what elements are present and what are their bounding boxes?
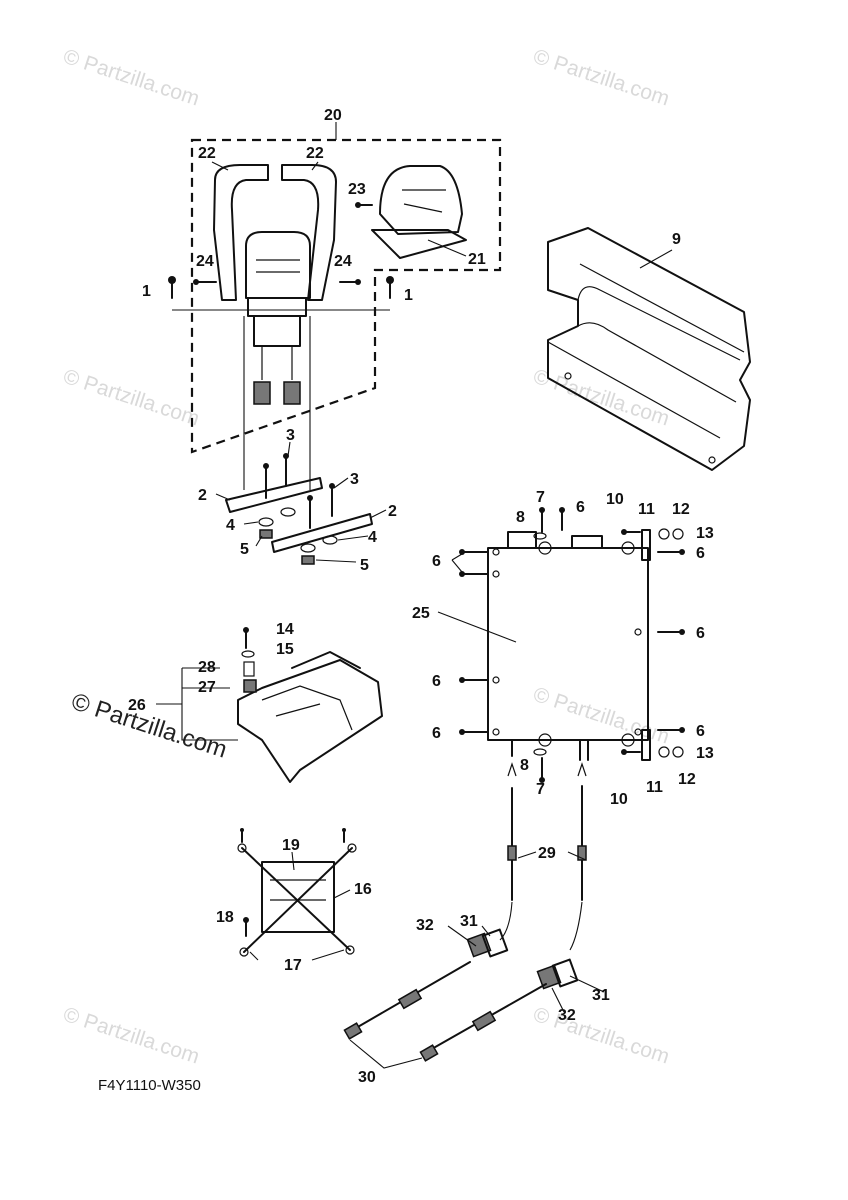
callout-25: 25: [412, 605, 430, 622]
callout-28: 28: [198, 659, 216, 676]
watermark-text: © Partzilla.com: [530, 1003, 672, 1069]
callout-10: 10: [606, 491, 624, 508]
callout-3: 3: [350, 471, 359, 488]
callout-4: 4: [368, 529, 377, 546]
watermark-text: © Partzilla.com: [60, 365, 202, 431]
callout-24: 24: [196, 253, 214, 270]
callout-31: 31: [460, 913, 478, 930]
diagram-code: F4Y1110-W350: [98, 1077, 201, 1094]
cross-strap-bracket: [237, 828, 357, 961]
callout-9: 9: [672, 231, 681, 248]
callout-6: 6: [432, 673, 441, 690]
callout-6: 6: [576, 499, 585, 516]
callout-27: 27: [198, 679, 216, 696]
callout-11: 11: [638, 501, 655, 518]
callout-8: 8: [520, 757, 529, 774]
callout-2: 2: [388, 503, 397, 520]
callout-12: 12: [678, 771, 696, 788]
callout-6: 6: [432, 725, 441, 742]
callout-1: 1: [404, 287, 413, 304]
callout-1: 1: [142, 283, 151, 300]
callout-7: 7: [536, 489, 545, 506]
callout-6: 6: [696, 545, 705, 562]
watermark-strong-text: © Partzilla.com: [68, 688, 230, 764]
watermark-text: © Partzilla.com: [530, 365, 672, 431]
watermark-text: © Partzilla.com: [60, 45, 202, 111]
callout-12: 12: [672, 501, 690, 518]
callout-21: 21: [468, 251, 486, 268]
remote-control-assembly: [168, 122, 502, 490]
callout-23: 23: [348, 181, 366, 198]
bracket-box: [547, 227, 751, 471]
callout-32: 32: [558, 1007, 576, 1024]
callout-5: 5: [240, 541, 249, 558]
callout-18: 18: [216, 909, 234, 926]
callout-15: 15: [276, 641, 294, 658]
callout-32: 32: [416, 917, 434, 934]
callout-13: 13: [696, 745, 714, 762]
callout-11: 11: [646, 779, 663, 796]
callout-14: 14: [276, 621, 294, 638]
callout-31: 31: [592, 987, 610, 1004]
callout-20: 20: [324, 107, 342, 124]
screw-6: [459, 507, 685, 735]
callout-16: 16: [354, 881, 372, 898]
callout-30: 30: [358, 1069, 376, 1086]
callout-26: 26: [128, 697, 146, 714]
watermark-text: © Partzilla.com: [60, 1003, 202, 1069]
callout-labels: 20 22 22 23 21 24 24 1 1 9 3 3 2 2 4 4 5…: [98, 107, 714, 1094]
mounting-plates: [215, 441, 387, 565]
callout-6: 6: [432, 553, 441, 570]
callout-29: 29: [538, 845, 556, 862]
callout-24: 24: [334, 253, 352, 270]
callout-22: 22: [306, 145, 324, 162]
callout-13: 13: [696, 525, 714, 542]
callout-6: 6: [696, 723, 705, 740]
callout-10: 10: [610, 791, 628, 808]
callout-19: 19: [282, 837, 300, 854]
callout-7: 7: [536, 781, 545, 798]
callout-17: 17: [284, 957, 302, 974]
watermark-text: © Partzilla.com: [530, 45, 672, 111]
callout-4: 4: [226, 517, 235, 534]
callout-22: 22: [198, 145, 216, 162]
cables: [343, 762, 605, 1069]
callout-8: 8: [516, 509, 525, 526]
callout-6: 6: [696, 625, 705, 642]
callout-2: 2: [198, 487, 207, 504]
callout-3: 3: [286, 427, 295, 444]
callout-5: 5: [360, 557, 369, 574]
switch-module: [156, 627, 383, 783]
control-unit-plate: [437, 507, 685, 783]
